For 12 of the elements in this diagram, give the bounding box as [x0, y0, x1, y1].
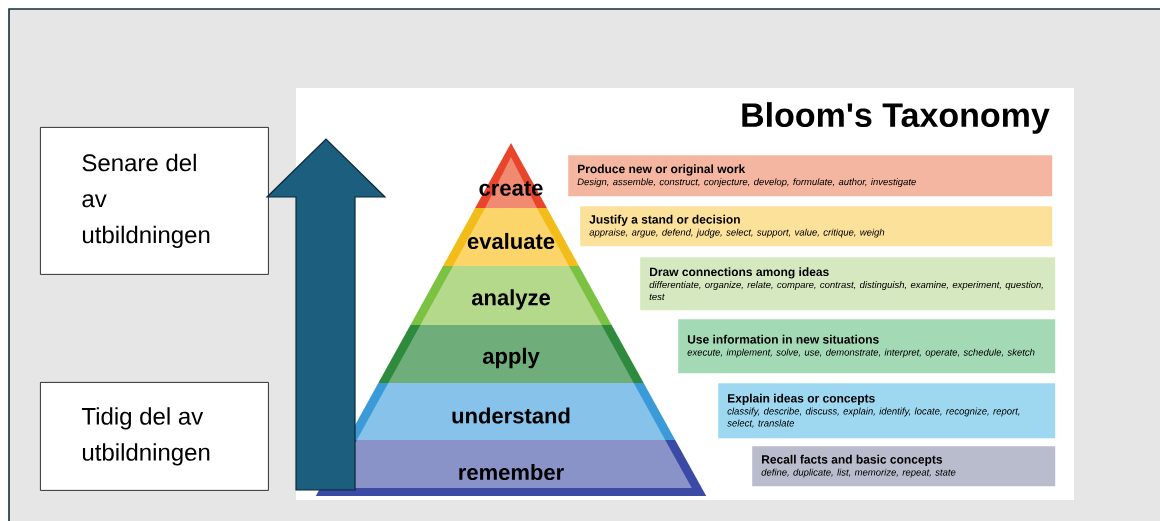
description-box: Justify a stand or decision appraise, argue, defend, judge, select, support, value, critique, weigh: [580, 206, 1053, 247]
text-box: Tidig del av utbildningen: [40, 382, 269, 491]
description-box: Produce new or original work Design, assemble, construct, conjecture, develop, formulate, author, investigate: [568, 155, 1053, 197]
title: Bloom's Taxonomy: [742, 102, 1050, 134]
description-box: Recall facts and basic concepts define, duplicate, list, memorize, repeat, state: [752, 446, 1056, 487]
text-box: Senare del av utbildningen: [40, 127, 269, 275]
pyramid-level: evaluate: [443, 208, 579, 266]
pyramid-level: apply: [378, 325, 644, 383]
description-box: Explain ideas or concepts classify, describe, discuss, explain, identify, locate, recognize, report, select, translate: [718, 383, 1056, 439]
description-box: Draw connections among ideas differentiate, organize, relate, compare, contrast, distinguish, examine, experiment, question, test: [640, 257, 1056, 311]
description-box: Use information in new situations execute, implement, solve, use, demonstrate, interpret, operate, schedule, sketch: [678, 319, 1056, 374]
pyramid-level: analyze: [410, 266, 612, 325]
